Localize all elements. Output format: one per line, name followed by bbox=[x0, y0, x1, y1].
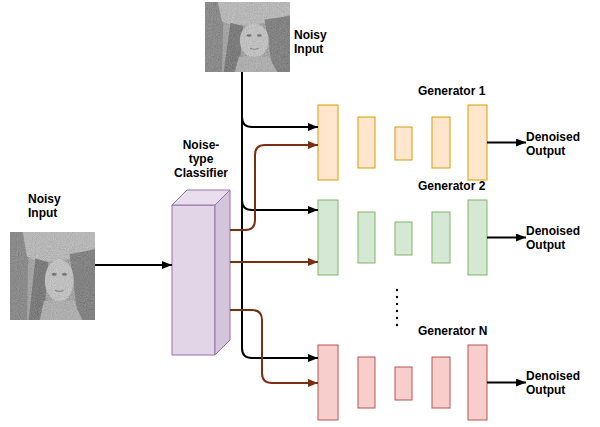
node-label: Noisy Input bbox=[294, 28, 336, 56]
generator-block: Generator 2 bbox=[318, 200, 487, 275]
noisy-image bbox=[10, 232, 95, 320]
connector-arrow bbox=[95, 264, 172, 266]
connector-arrow bbox=[487, 382, 526, 384]
connector-arrow bbox=[230, 145, 318, 230]
generator-block: Generator N bbox=[318, 345, 487, 420]
layer-bar bbox=[395, 367, 412, 400]
layer-bar bbox=[432, 117, 450, 168]
generator-bars bbox=[318, 200, 487, 275]
connector-arrow bbox=[487, 142, 526, 144]
generator-block: Generator 1 bbox=[318, 105, 487, 180]
dot bbox=[396, 289, 398, 291]
layer-bar bbox=[468, 105, 487, 180]
node-label: Generator 1 bbox=[418, 84, 485, 98]
output-label: Denoised Output bbox=[526, 224, 592, 256]
classifier-box bbox=[172, 190, 230, 355]
output-label: Denoised Output bbox=[526, 130, 592, 158]
dot bbox=[396, 303, 398, 305]
layer-bar bbox=[358, 212, 375, 263]
output-label: Denoised Output bbox=[526, 369, 592, 397]
output-label: Denoised Output bbox=[526, 224, 592, 252]
node-label: Generator N bbox=[418, 324, 487, 338]
dot bbox=[396, 324, 398, 326]
connector-arrow bbox=[242, 72, 318, 210]
connector-arrow bbox=[242, 72, 318, 127]
generator-bars bbox=[318, 345, 487, 420]
layer-bar bbox=[318, 345, 338, 420]
layer-bar bbox=[468, 200, 487, 275]
generator-bars bbox=[318, 105, 487, 180]
layer-bar bbox=[432, 357, 450, 408]
node-label: Noise-type Classifier bbox=[172, 138, 230, 180]
layer-bar bbox=[358, 357, 375, 408]
layer-bar bbox=[432, 212, 450, 263]
dot bbox=[396, 296, 398, 298]
connector-arrow bbox=[230, 261, 318, 263]
connector-arrow bbox=[242, 72, 318, 358]
layer-bar bbox=[358, 117, 375, 168]
ellipsis-dots bbox=[396, 289, 398, 326]
node-label: Generator 2 bbox=[418, 179, 485, 193]
output-label: Denoised Output bbox=[526, 369, 592, 401]
output-label: Denoised Output bbox=[526, 130, 592, 162]
connector-arrow bbox=[487, 237, 526, 239]
input-image: Noisy Input bbox=[205, 2, 290, 72]
noisy-image bbox=[205, 2, 290, 72]
dot bbox=[396, 317, 398, 319]
layer-bar bbox=[318, 105, 338, 180]
layer-bar bbox=[318, 200, 338, 275]
connector-arrow bbox=[230, 310, 318, 383]
classifier-box: Noise-type Classifier bbox=[172, 190, 230, 355]
layer-bar bbox=[395, 222, 412, 255]
box-side bbox=[215, 190, 230, 355]
layer-bar bbox=[468, 345, 487, 420]
layer-bar bbox=[395, 127, 412, 160]
box-front bbox=[172, 205, 215, 355]
node-label: Noisy Input bbox=[28, 192, 70, 220]
input-image: Noisy Input bbox=[10, 232, 95, 320]
dot bbox=[396, 310, 398, 312]
